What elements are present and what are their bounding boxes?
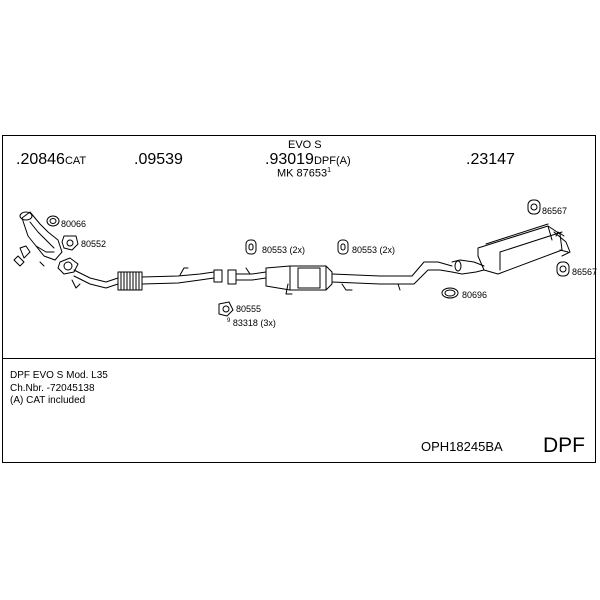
- part-label-dpf-variant: EVO S: [288, 139, 322, 151]
- kit-code: OPH18245BA: [421, 439, 503, 454]
- diagram-frame: [2, 135, 596, 463]
- callout-80553-left: 80553 (2x): [262, 245, 306, 255]
- note-chassis-number: Ch.Nbr. -72045138: [10, 383, 95, 394]
- callout-80555: 80555: [236, 304, 262, 314]
- gasket-80552-icon: [61, 235, 79, 251]
- gasket-80066-icon: [46, 215, 60, 227]
- callout-86567-right: 86567: [572, 267, 598, 277]
- dpf-drawing: [227, 261, 453, 295]
- note-cat-included: (A) CAT included: [10, 395, 86, 406]
- kit-type: DPF: [543, 434, 585, 457]
- gasket-80555-icon: [218, 301, 234, 317]
- rear-silencer-drawing: [451, 223, 571, 275]
- hanger-86567-right-icon: [556, 261, 570, 277]
- callout-80552: 80552: [81, 239, 107, 249]
- part-label-front-pipe: .09539: [134, 151, 183, 168]
- notes-divider: [2, 358, 596, 359]
- callout-80066: 80066: [61, 219, 87, 229]
- hanger-80553-right-icon: [337, 239, 349, 255]
- callout-80696: 80696: [462, 290, 488, 300]
- part-label-dpf-mounting-kit: MK 876531: [277, 167, 332, 180]
- callout-86567-top: 86567: [542, 206, 568, 216]
- note-model: DPF EVO S Mod. L35: [10, 370, 108, 381]
- catalytic-converter-drawing: [13, 211, 63, 267]
- part-label-rear-silencer: .23147: [466, 151, 515, 168]
- callout-83318: 9 83318 (3x): [227, 318, 276, 328]
- gasket-80696-icon: [441, 287, 459, 299]
- hanger-86567-top-icon: [527, 199, 541, 215]
- part-label-dpf: .93019DPF(A): [265, 151, 351, 168]
- front-pipe-drawing: [57, 257, 223, 291]
- hanger-80553-left-icon: [245, 239, 257, 255]
- part-label-catalyst: .20846CAT: [16, 151, 87, 168]
- callout-80553-right: 80553 (2x): [352, 245, 396, 255]
